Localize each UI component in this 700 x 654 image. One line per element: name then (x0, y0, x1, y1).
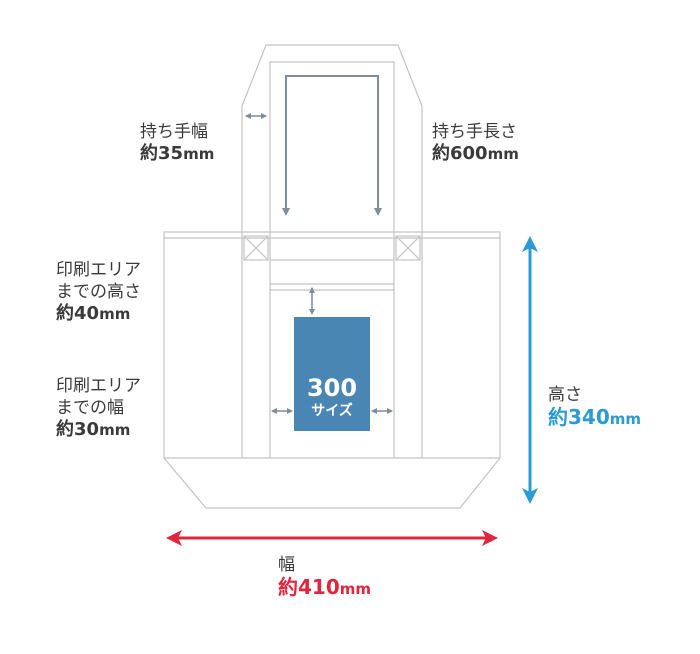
handle-length-unit: mm (487, 145, 519, 163)
handle-length-prefix: 約 (432, 143, 450, 164)
print-width-line2: までの幅 (56, 398, 124, 418)
handle-length-value: 600 (450, 143, 488, 164)
width-prefix: 約 (278, 575, 298, 599)
print-height-value: 40 (74, 303, 100, 324)
handle-width-label: 持ち手幅 約35mm (140, 121, 214, 165)
print-height-line1: 印刷エリア (56, 260, 141, 280)
height-value: 340 (568, 405, 610, 429)
bag-outline (163, 44, 501, 509)
print-height-line2: までの高さ (56, 282, 141, 302)
handle-length-arrow (282, 75, 382, 216)
width-value: 410 (298, 575, 340, 599)
height-title: 高さ (548, 385, 582, 405)
print-height-unit: mm (99, 305, 131, 323)
print-area-caption: 300 サイズ (294, 374, 370, 420)
width-title: 幅 (278, 555, 295, 575)
print-area-size: 300 (306, 374, 358, 402)
print-width-prefix: 約 (56, 419, 74, 440)
print-width-line1: 印刷エリア (56, 376, 141, 396)
print-width-unit: mm (99, 421, 131, 439)
handle-width-title: 持ち手幅 (140, 122, 208, 142)
handle-length-title: 持ち手長さ (432, 122, 517, 142)
height-unit: mm (609, 410, 642, 428)
width-label: 幅 約410mm (278, 554, 371, 600)
handle-width-unit: mm (183, 145, 215, 163)
print-height-prefix: 約 (56, 303, 74, 324)
print-area (294, 317, 370, 431)
print-width-value: 30 (74, 419, 100, 440)
height-prefix: 約 (548, 405, 568, 429)
print-width-label: 印刷エリア までの幅 約30mm (56, 375, 141, 441)
width-unit: mm (339, 580, 372, 598)
height-label: 高さ 約340mm (548, 384, 641, 430)
handle-length-label: 持ち手長さ 約600mm (432, 121, 519, 165)
handle-width-prefix: 約 (140, 143, 158, 164)
print-height-label: 印刷エリア までの高さ 約40mm (56, 259, 141, 325)
handle-width-value: 35 (158, 143, 184, 164)
print-area-size-caption: サイズ (311, 403, 353, 419)
